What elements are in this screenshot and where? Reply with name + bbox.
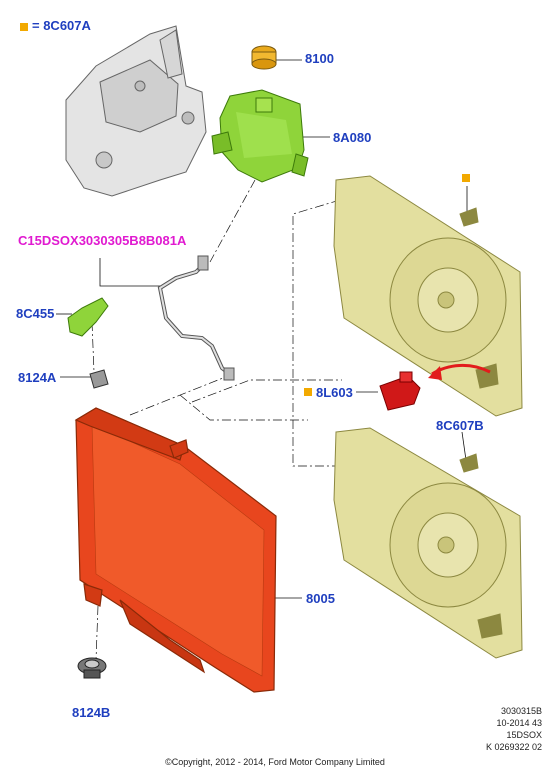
label-8124b[interactable]: 8124B: [72, 705, 111, 720]
drawing-metadata: 3030315B 10-2014 43 15DSOX K 0269322 02: [486, 705, 542, 753]
label-hose[interactable]: C15DSOX3030305B8B081A: [18, 233, 187, 248]
resistor-8l603: [379, 371, 421, 411]
legend-text: = 8C607A: [32, 18, 91, 33]
reservoir-cap: [251, 45, 277, 70]
install-arrow-head: [428, 366, 442, 380]
fan-shroud-lower: [333, 427, 523, 659]
copyright: ©Copyright, 2012 - 2014, Ford Motor Comp…: [165, 757, 385, 767]
coolant-reservoir: [211, 89, 309, 183]
label-8c607b[interactable]: 8C607B: [436, 418, 484, 433]
label-8100[interactable]: 8100: [305, 51, 334, 66]
fan-shroud-upper: [333, 175, 523, 417]
label-8005[interactable]: 8005: [306, 591, 335, 606]
seal-8c455: [67, 297, 109, 337]
mount-8124b: [77, 657, 107, 679]
engine-bracket: [65, 25, 207, 197]
meta-line: 15DSOX: [506, 730, 542, 740]
marker-upper-shroud: [462, 174, 470, 182]
meta-line: 3030315B: [500, 706, 542, 716]
radiator: [74, 407, 277, 693]
bracket-8124a: [89, 369, 109, 389]
legend-marker: [20, 22, 28, 31]
coolant-hose: [157, 255, 235, 381]
label-8c455[interactable]: 8C455: [16, 306, 55, 321]
label-8124a[interactable]: 8124A: [18, 370, 57, 385]
legend: = 8C607A: [20, 18, 91, 33]
meta-line: 10-2014 43: [496, 718, 542, 728]
assembly-lines: [91, 179, 342, 661]
label-8a080[interactable]: 8A080: [333, 130, 372, 145]
meta-line: K 0269322 02: [485, 742, 542, 752]
label-8l603[interactable]: 8L603: [316, 385, 353, 400]
marker-8l603: [304, 388, 312, 396]
